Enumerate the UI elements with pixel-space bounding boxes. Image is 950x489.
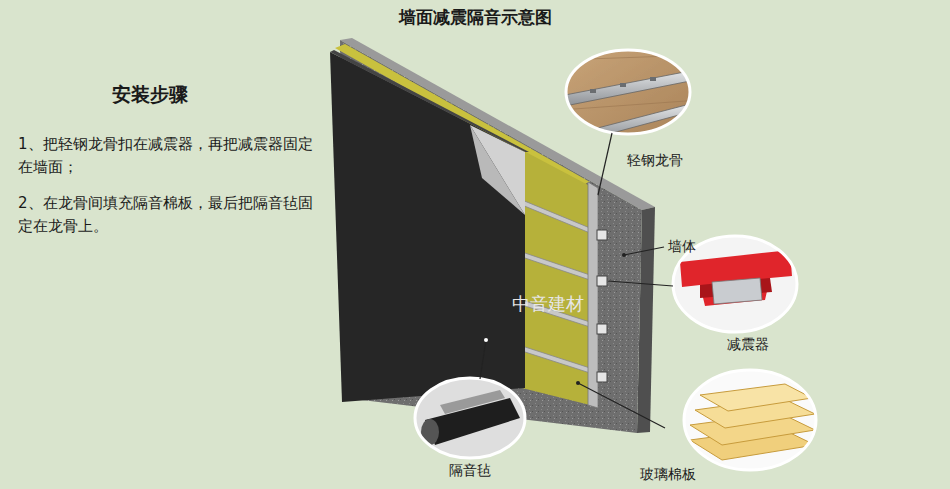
- part-label: 玻璃棉板: [640, 464, 696, 486]
- part-label: 隔音毡: [449, 460, 491, 482]
- step-text: 1、把轻钢龙骨扣在减震器，再把减震器固定在墙面；: [18, 133, 318, 180]
- part-label: 轻钢龙骨: [627, 150, 683, 172]
- steps-heading: 安装步骤: [112, 80, 188, 109]
- diagram-title: 墙面减震隔音示意图: [399, 4, 552, 30]
- part-label: 墙体: [668, 236, 696, 258]
- part-label: 减震器: [727, 334, 769, 356]
- watermark: 中音建材: [512, 290, 584, 318]
- step-text: 2、在龙骨间填充隔音棉板，最后把隔音毡固定在龙骨上。: [18, 192, 318, 239]
